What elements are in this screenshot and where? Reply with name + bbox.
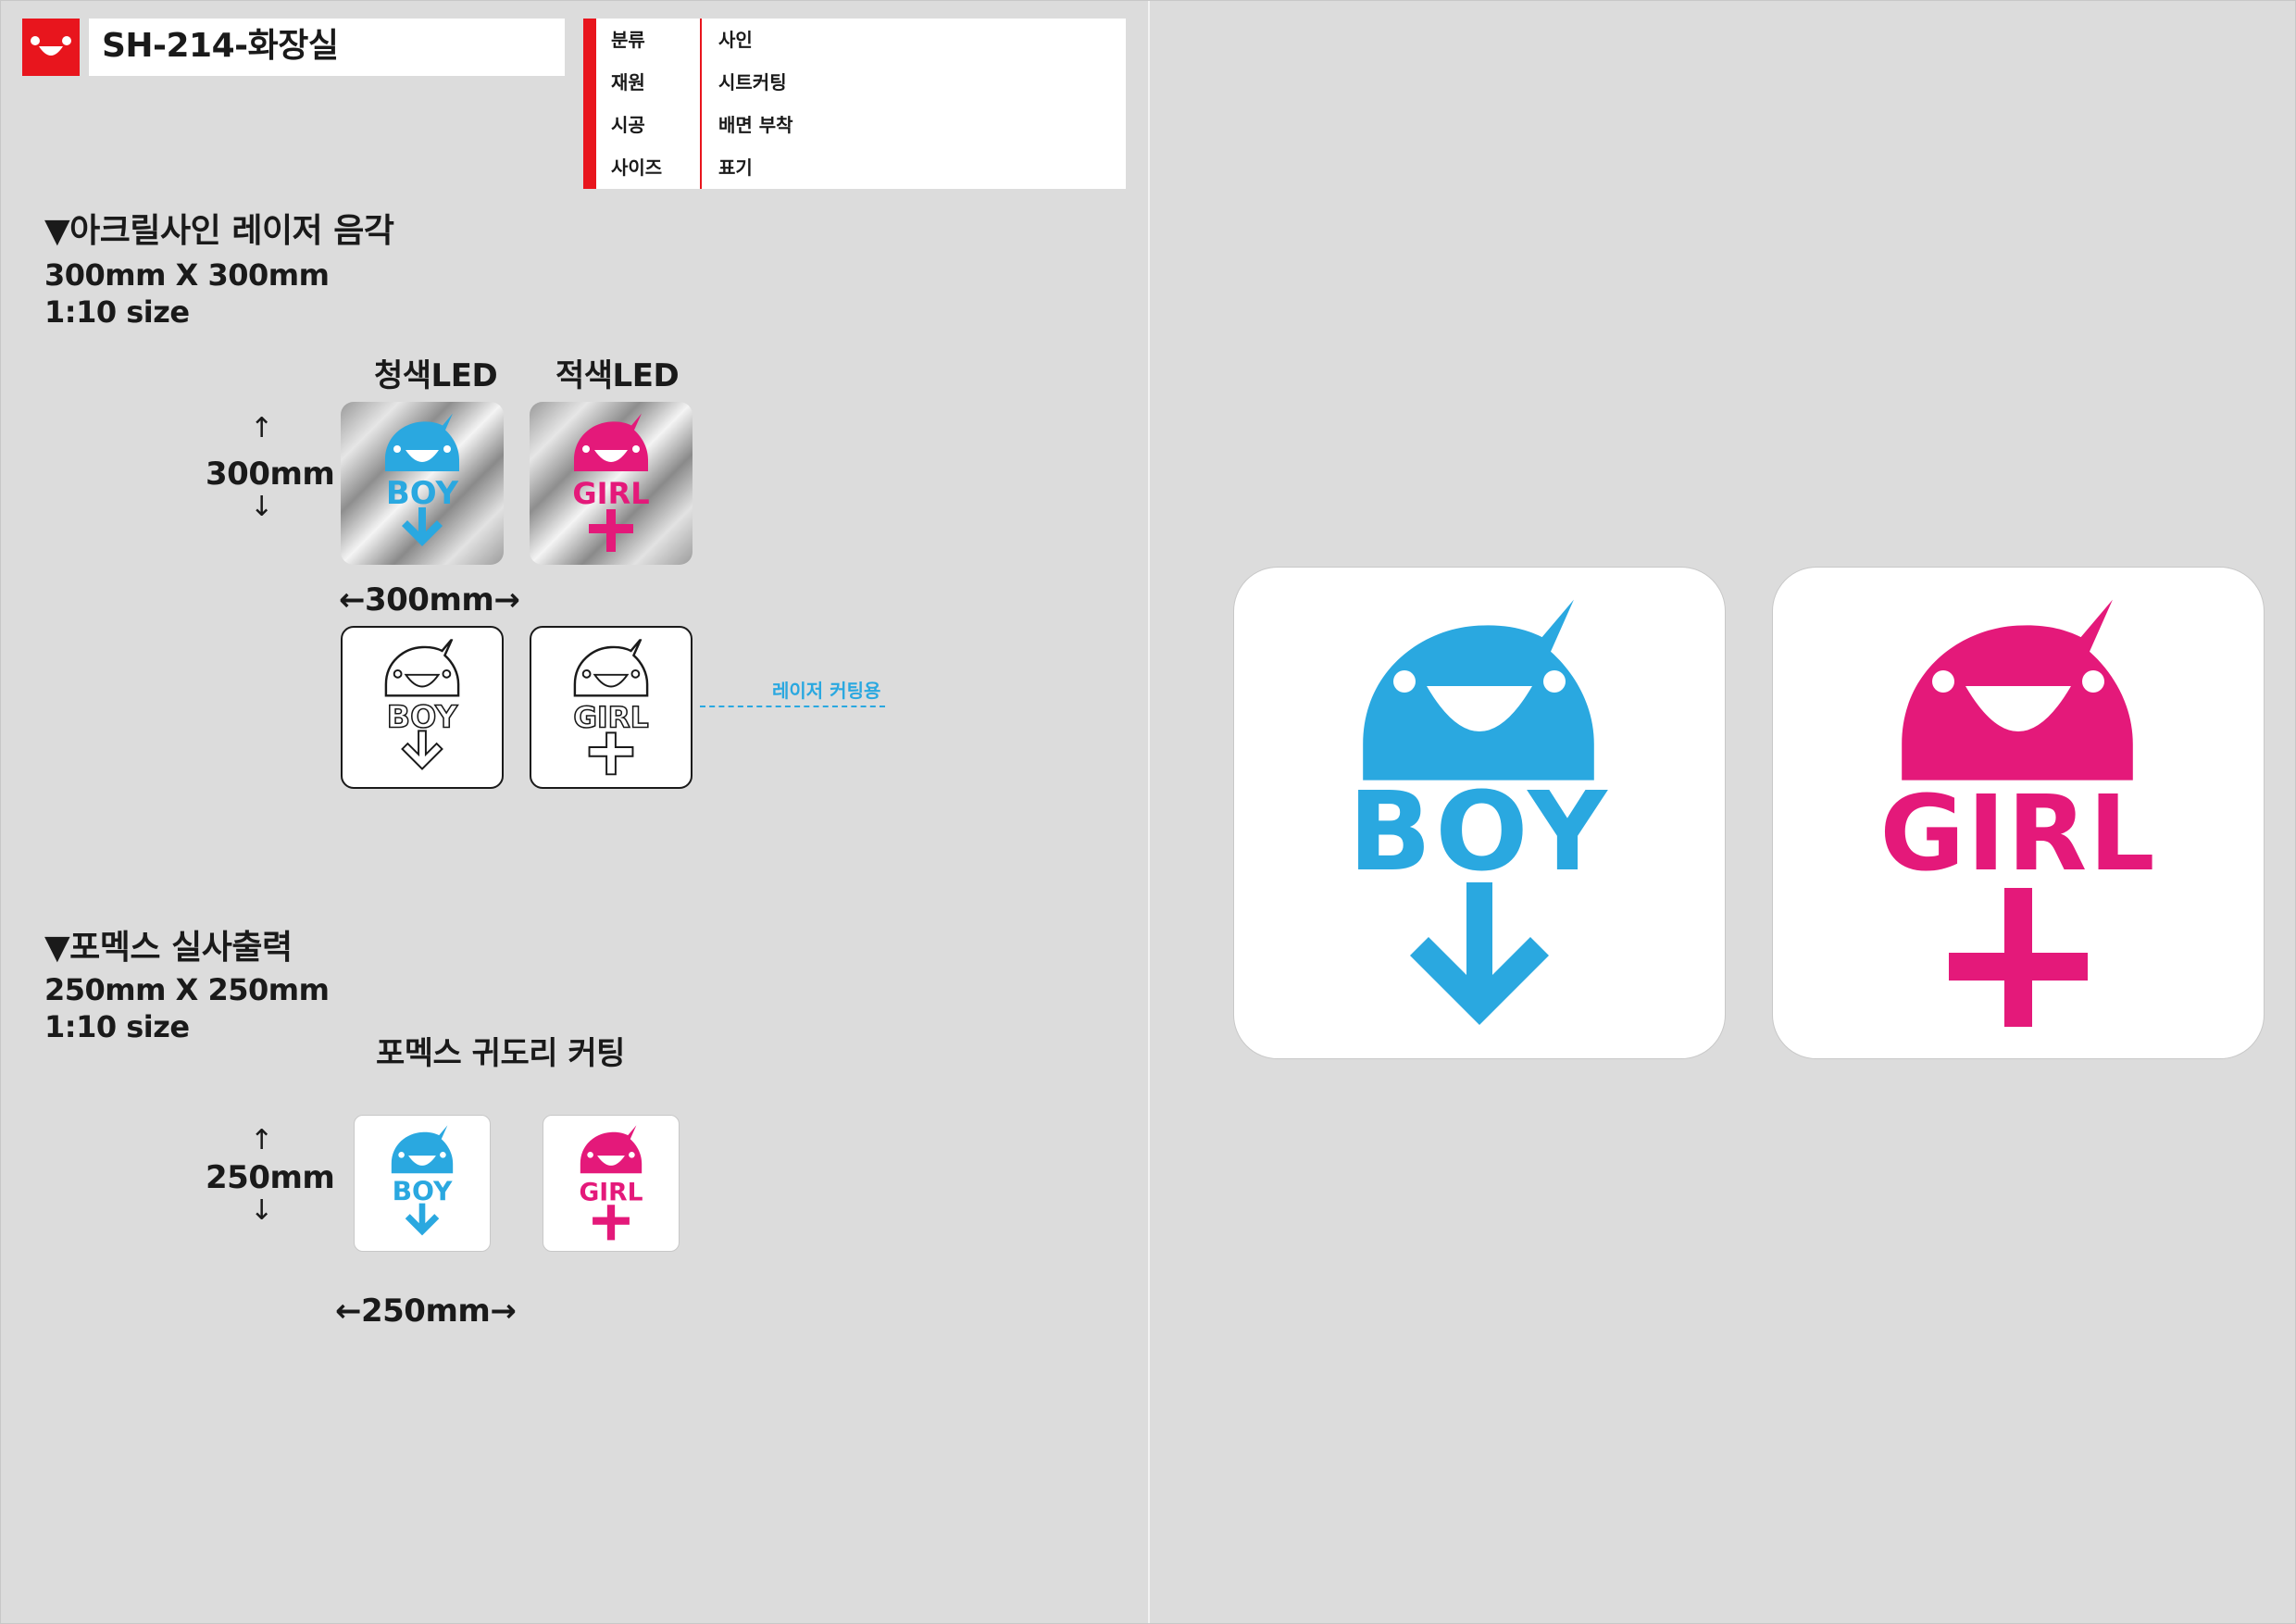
down-arrow-icon xyxy=(402,507,443,546)
girl-text: GIRL xyxy=(572,476,649,511)
height-label-250: 250mm xyxy=(206,1159,335,1196)
boy-text: BOY xyxy=(386,475,459,512)
smiley-face-logo-icon xyxy=(31,36,71,56)
acrylic-size: 300mm X 300mm xyxy=(44,257,330,293)
spec-separator xyxy=(700,104,702,146)
spec-key: 재원 xyxy=(611,71,645,94)
boy-character-icon: BOY xyxy=(341,402,504,546)
page-title: SH-214-화장실 xyxy=(102,27,339,65)
spec-accent xyxy=(583,19,596,61)
boy-formex-sign: BOY xyxy=(354,1115,491,1252)
girl-formex-icon: GIRL xyxy=(580,1116,643,1241)
width-label-300: ←300mm→ xyxy=(339,581,520,618)
boy-laser-outline: BOY xyxy=(341,626,504,789)
spec-value: 배면 부착 xyxy=(718,114,793,136)
formex-heading: ▼포멕스 실사출력 xyxy=(44,929,293,967)
label-blue-led: 청색LED xyxy=(374,357,498,394)
label-red-led: 적색LED xyxy=(555,357,680,394)
boy-large-sign: BOY xyxy=(1233,567,1726,1059)
formex-sub-label: 포멕스 귀도리 커팅 xyxy=(376,1035,625,1072)
girl-outline-icon: GIRL xyxy=(573,628,650,776)
spec-table: 분류 사인 재원 시트커팅 시공 배면 부착 사이즈 표기 xyxy=(583,19,1126,189)
plus-cross-icon xyxy=(1949,888,2088,1027)
boy-outline-icon: BOY xyxy=(343,628,502,770)
arrow-up: ↑ xyxy=(250,412,273,444)
arrow-up-250: ↑ xyxy=(250,1124,273,1156)
girl-acrylic-sign: GIRL xyxy=(530,402,693,565)
girl-character-icon: GIRL xyxy=(572,402,650,552)
spec-row: 분류 사인 xyxy=(583,19,1126,62)
spec-row: 재원 시트커팅 xyxy=(583,61,1126,105)
width-label-250: ←250mm→ xyxy=(335,1293,517,1330)
boy-large-icon: BOY xyxy=(1348,568,1611,1025)
plus-cross-outline-icon xyxy=(588,731,634,776)
laser-cut-leader-line xyxy=(700,706,885,707)
plus-cross-icon xyxy=(589,509,633,552)
girl-formex-sign: GIRL xyxy=(543,1115,680,1252)
spec-separator xyxy=(700,19,702,61)
arrow-down: ↓ xyxy=(250,491,273,523)
boy-outline-text: BOY xyxy=(387,699,458,735)
spec-separator xyxy=(700,61,702,104)
spec-row: 시공 배면 부착 xyxy=(583,104,1126,147)
arrow-down-250: ↓ xyxy=(250,1194,273,1227)
title-bar xyxy=(89,19,565,76)
brand-logo xyxy=(22,19,80,76)
spec-accent xyxy=(583,104,596,146)
spec-separator xyxy=(700,146,702,189)
boy-large-text: BOY xyxy=(1348,768,1611,895)
boy-formex-text: BOY xyxy=(393,1176,453,1206)
down-arrow-outline-icon xyxy=(401,730,443,770)
spec-value: 표기 xyxy=(718,156,753,179)
down-arrow-icon xyxy=(1410,882,1549,1025)
spec-key: 시공 xyxy=(611,114,645,136)
down-arrow-icon xyxy=(405,1203,440,1236)
formex-size: 250mm X 250mm xyxy=(44,972,330,1007)
girl-large-icon: GIRL xyxy=(1879,568,2156,1027)
girl-outline-text: GIRL xyxy=(573,702,648,735)
girl-laser-outline: GIRL xyxy=(530,626,693,789)
height-label-300: 300mm xyxy=(206,456,335,493)
spec-key: 분류 xyxy=(611,29,645,51)
acrylic-heading: ▼아크릴사인 레이저 음각 xyxy=(44,212,394,250)
boy-acrylic-sign: BOY xyxy=(341,402,504,565)
girl-large-sign: GIRL xyxy=(1772,567,2265,1059)
spec-value: 시트커팅 xyxy=(718,71,787,94)
girl-formex-text: GIRL xyxy=(580,1178,643,1206)
panel-divider xyxy=(1148,0,1150,1624)
spec-row: 사이즈 표기 xyxy=(583,146,1126,189)
laser-cut-label: 레이저 커팅용 xyxy=(772,680,881,702)
formex-scale: 1:10 size xyxy=(44,1009,190,1044)
girl-large-text: GIRL xyxy=(1879,774,2156,894)
boy-formex-icon: BOY xyxy=(355,1116,490,1236)
plus-cross-icon xyxy=(593,1205,630,1241)
spec-accent xyxy=(583,61,596,104)
acrylic-scale: 1:10 size xyxy=(44,294,190,330)
spec-key: 사이즈 xyxy=(611,156,663,179)
spec-value: 사인 xyxy=(718,29,753,51)
spec-accent xyxy=(583,146,596,189)
